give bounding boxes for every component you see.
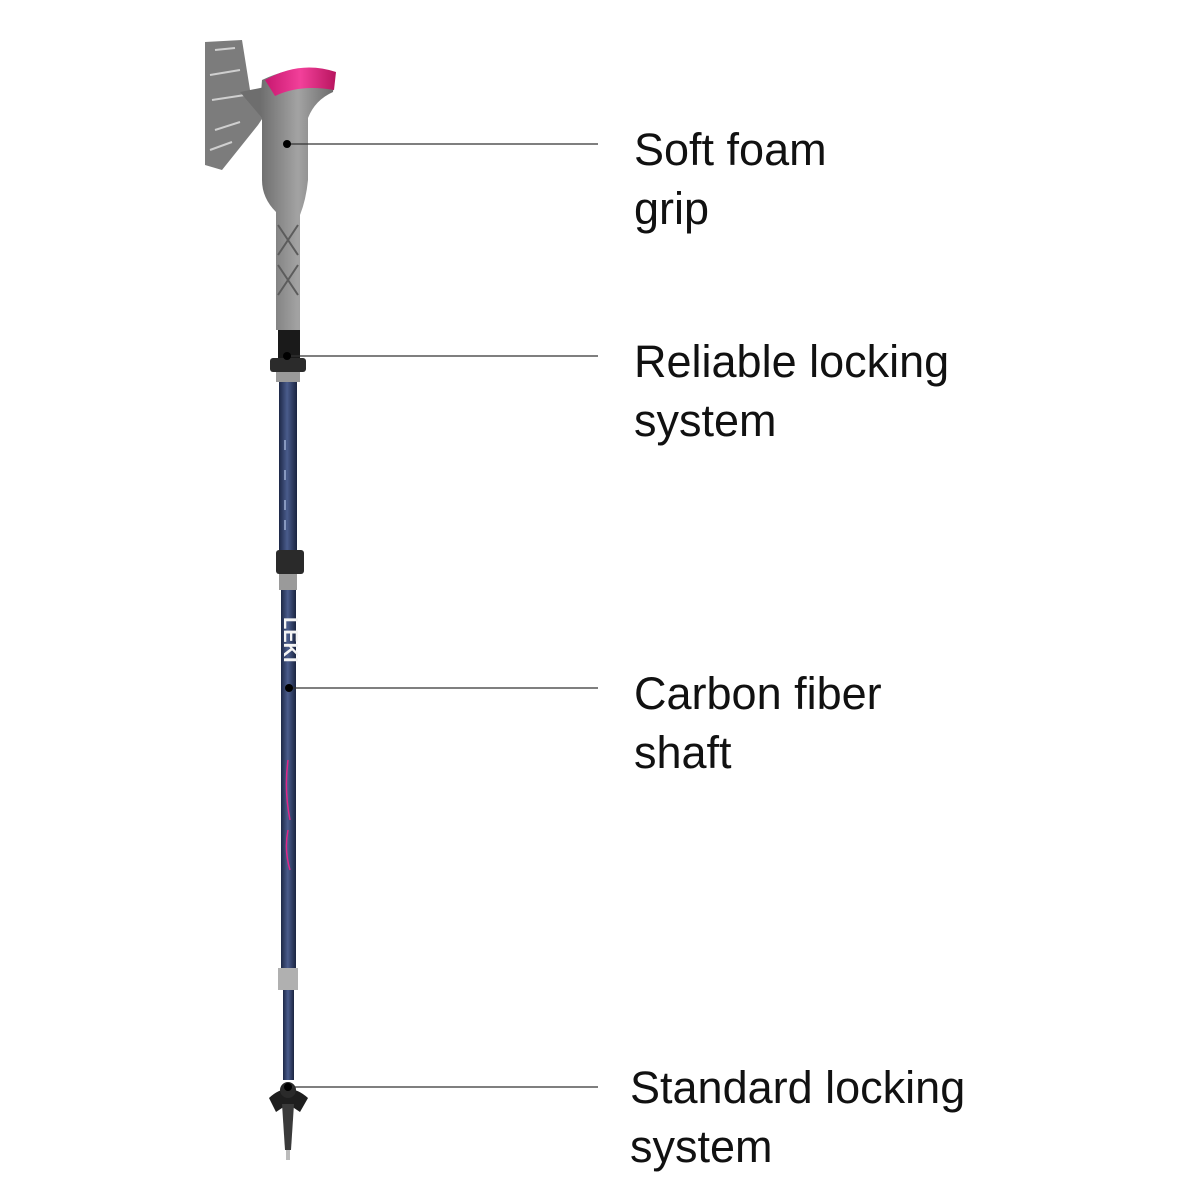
callout-shaft-line2: shaft (634, 727, 732, 778)
callout-reliable-lock-line1: Reliable locking (634, 336, 950, 387)
basket-and-tip (269, 1082, 308, 1160)
leader-dot-reliable-lock (283, 352, 291, 360)
brand-logo-text: LEKI (279, 617, 301, 663)
foam-grip (261, 67, 336, 330)
leader-dot-standard-lock (284, 1083, 292, 1091)
callout-shaft-line1: Carbon fiber (634, 668, 882, 719)
callout-reliable-lock-line2: system (634, 395, 777, 446)
pole-shaft (276, 382, 304, 1080)
callout-standard-lock-line1: Standard locking (630, 1062, 966, 1113)
callout-standard-lock-line2: system (630, 1121, 773, 1172)
callout-grip-line2: grip (634, 183, 710, 234)
callout-grip-line1: Soft foam (634, 124, 827, 175)
callout-standard-lock: Standard locking system (630, 1058, 1170, 1176)
callout-reliable-lock: Reliable locking system (634, 332, 1174, 450)
upper-lock (270, 330, 306, 382)
leader-dot-shaft (285, 684, 293, 692)
callout-shaft: Carbon fiber shaft (634, 664, 1174, 782)
leader-lines (287, 143, 598, 1088)
callout-grip: Soft foam grip (634, 120, 1174, 238)
leader-dot-grip (283, 140, 291, 148)
